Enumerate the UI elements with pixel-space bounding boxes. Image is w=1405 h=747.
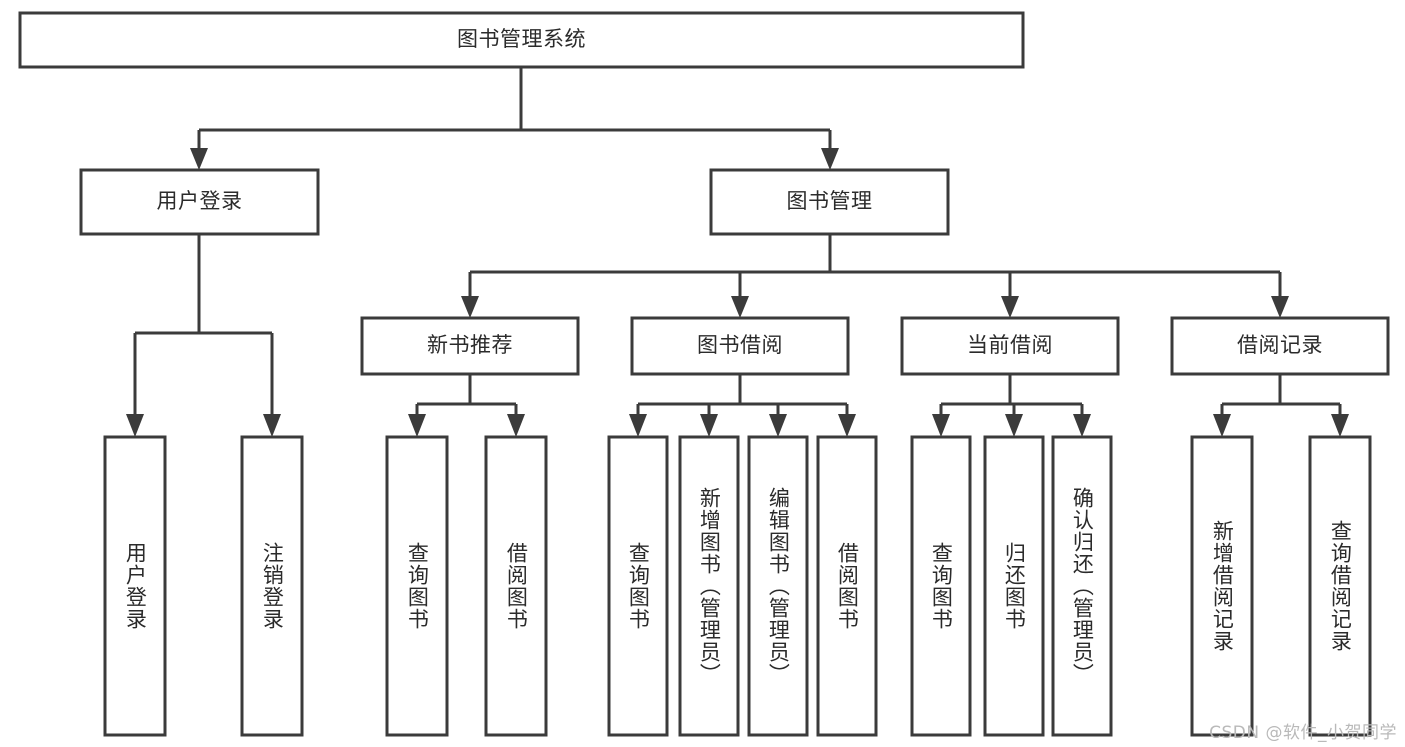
arrow-head-icon xyxy=(1001,296,1019,318)
arrow-head-icon xyxy=(932,414,950,437)
arrow-head-icon xyxy=(263,414,281,437)
arrow-head-icon xyxy=(1331,414,1349,437)
arrow-head-icon xyxy=(408,414,426,437)
node-box-leaf-borrow-book-rec[interactable] xyxy=(484,435,548,737)
arrow-head-icon xyxy=(1271,296,1289,318)
node-box-current-borrow[interactable] xyxy=(900,316,1120,376)
node-box-book-management[interactable] xyxy=(709,168,950,236)
node-box-leaf-add-book[interactable] xyxy=(678,435,740,737)
arrow-head-icon xyxy=(731,296,749,318)
connector-group-current-borrow xyxy=(932,374,1091,437)
node-box-leaf-return-book[interactable] xyxy=(983,435,1045,737)
node-box-leaf-query-book-cur[interactable] xyxy=(910,435,972,737)
node-box-leaf-query-book-borrow[interactable] xyxy=(607,435,669,737)
connector-group-root xyxy=(190,67,839,170)
node-box-leaf-logout[interactable] xyxy=(240,435,304,737)
node-box-new-book-recommend[interactable] xyxy=(360,316,580,376)
node-box-root[interactable] xyxy=(18,11,1025,69)
connector-group-borrow-record xyxy=(1213,374,1349,437)
connector-group-book-management xyxy=(461,234,1289,318)
node-box-leaf-user-login[interactable] xyxy=(103,435,167,737)
arrow-head-icon xyxy=(190,148,208,170)
node-box-leaf-edit-book[interactable] xyxy=(747,435,809,737)
connector-group-book-borrow xyxy=(629,374,856,437)
connector-group-new-book-recommend xyxy=(408,374,525,437)
node-box-book-borrow[interactable] xyxy=(630,316,850,376)
arrow-head-icon xyxy=(700,414,718,437)
node-box-leaf-query-borrow-record[interactable] xyxy=(1308,435,1372,737)
arrow-head-icon xyxy=(461,296,479,318)
arrow-head-icon xyxy=(769,414,787,437)
arrow-head-icon xyxy=(1005,414,1023,437)
node-box-leaf-query-book-rec[interactable] xyxy=(385,435,449,737)
arrow-head-icon xyxy=(126,414,144,437)
node-box-user-login[interactable] xyxy=(79,168,320,236)
arrow-head-icon xyxy=(1073,414,1091,437)
arrow-head-icon xyxy=(838,414,856,437)
arrow-head-icon xyxy=(821,148,839,170)
connector-group-user-login xyxy=(126,234,281,437)
watermark-text: CSDN @软件_小贺同学 xyxy=(1209,723,1397,743)
node-box-leaf-borrow-book[interactable] xyxy=(816,435,878,737)
arrow-head-icon xyxy=(507,414,525,437)
node-box-leaf-add-borrow-record[interactable] xyxy=(1190,435,1254,737)
node-box-borrow-record[interactable] xyxy=(1170,316,1390,376)
node-box-leaf-confirm-return[interactable] xyxy=(1051,435,1113,737)
arrow-head-icon xyxy=(1213,414,1231,437)
arrow-head-icon xyxy=(629,414,647,437)
